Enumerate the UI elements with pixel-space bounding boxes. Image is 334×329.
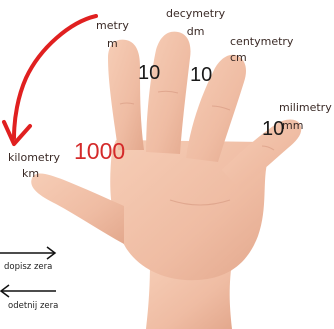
unit-label-centymetry: centymetry cm xyxy=(230,36,293,64)
unit-name-decymetry: decymetry xyxy=(166,7,226,20)
unit-label-decymetry: decymetry dm xyxy=(166,8,225,38)
factor-m-dm: 10 xyxy=(138,62,161,84)
unit-abbr-dm: dm xyxy=(186,25,205,38)
red-arrowhead xyxy=(2,120,32,146)
unit-abbr-m: m xyxy=(107,37,118,50)
unit-name-metry: metry xyxy=(96,19,129,32)
red-curve-arrow xyxy=(12,14,98,140)
unit-name-milimetry: milimetry xyxy=(279,101,332,114)
middle-finger xyxy=(146,31,191,154)
unit-label-kilometry: kilometry km xyxy=(8,152,60,180)
thumb xyxy=(31,173,125,244)
unit-abbr-cm: cm xyxy=(230,51,247,64)
factor-cm-mm: 10 xyxy=(262,118,285,140)
little-finger xyxy=(222,119,302,190)
index-finger xyxy=(108,39,144,150)
left-arrow-icon xyxy=(0,284,56,298)
caption-odetnij-zera: odetnij zera xyxy=(8,301,59,311)
factor-dm-cm: 10 xyxy=(190,64,213,86)
unit-label-metry: metry m xyxy=(96,20,129,50)
unit-abbr-km: km xyxy=(22,167,40,180)
wrist xyxy=(146,262,232,329)
unit-label-milimetry: milimetry mm xyxy=(279,102,332,132)
ring-finger xyxy=(186,54,246,162)
factor-km-m: 1000 xyxy=(74,138,126,164)
right-arrow-icon xyxy=(0,246,57,260)
unit-name-kilometry: kilometry xyxy=(8,151,61,164)
caption-dopisz-zera: dopisz zera xyxy=(4,262,53,272)
unit-abbr-mm: mm xyxy=(282,119,304,132)
unit-name-centymetry: centymetry xyxy=(230,35,294,48)
